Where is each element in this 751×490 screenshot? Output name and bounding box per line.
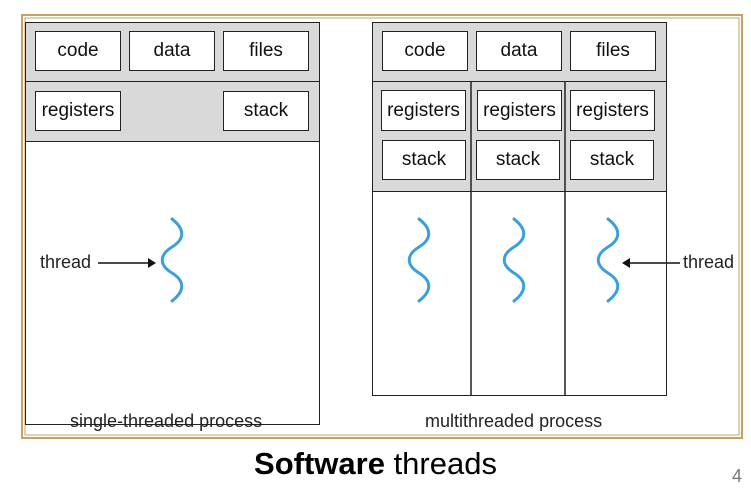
multi-stack-box-3: stack bbox=[570, 140, 654, 180]
multi-files-box: files bbox=[570, 31, 656, 71]
single-stack-box: stack bbox=[223, 91, 309, 131]
multi-registers-box-3: registers bbox=[570, 90, 655, 131]
multi-registers-box-1: registers bbox=[381, 90, 466, 131]
single-registers-box: registers bbox=[35, 91, 121, 131]
single-files-box: files bbox=[223, 31, 309, 71]
multi-caption: multithreaded process bbox=[425, 411, 603, 431]
multi-thread-wave-icon-1 bbox=[407, 217, 431, 303]
page-number: 4 bbox=[732, 466, 743, 486]
multi-thread-wave-icon-3 bbox=[596, 217, 620, 303]
slide-title: Software threads bbox=[0, 446, 751, 482]
multi-thread-wave-icon-2 bbox=[502, 217, 526, 303]
multi-data-box: data bbox=[476, 31, 562, 71]
single-data-box: data bbox=[129, 31, 215, 71]
multi-thread-label: thread bbox=[683, 252, 735, 272]
multi-thread-arrow bbox=[622, 258, 680, 268]
multi-stack-box-2: stack bbox=[476, 140, 560, 180]
multi-stack-box-1: stack bbox=[382, 140, 466, 180]
multi-registers-box-2: registers bbox=[477, 90, 562, 131]
single-caption: single-threaded process bbox=[70, 411, 263, 431]
single-thread-area bbox=[25, 141, 320, 425]
single-thread-label: thread bbox=[40, 252, 92, 272]
slide-title-rest: threads bbox=[384, 446, 497, 481]
slide-title-bold: Software bbox=[254, 446, 385, 481]
multi-code-box: code bbox=[382, 31, 468, 71]
single-code-box: code bbox=[35, 31, 121, 71]
single-thread-wave-icon bbox=[160, 217, 184, 303]
single-thread-arrow bbox=[98, 258, 156, 268]
